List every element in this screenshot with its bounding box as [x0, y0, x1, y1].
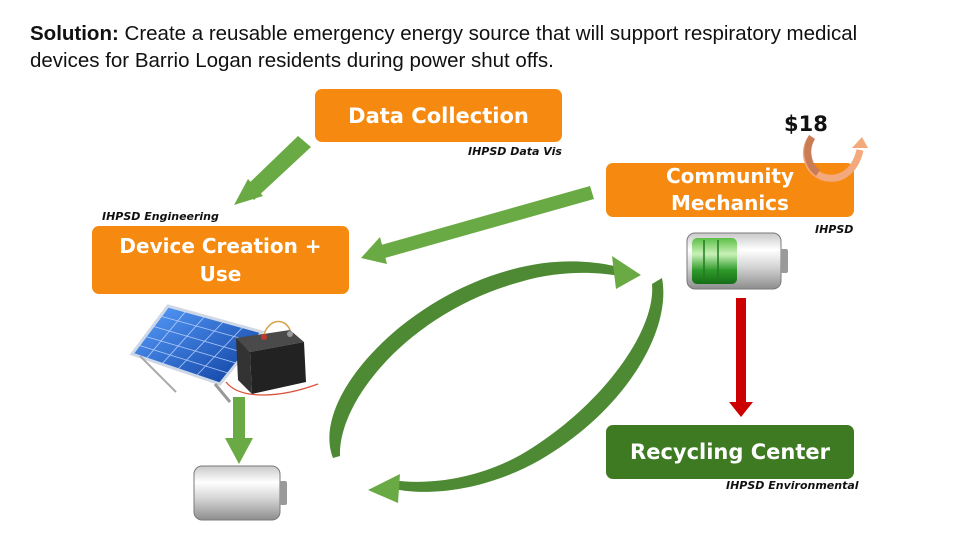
arrow-device-to-battery	[225, 397, 253, 464]
community-mechanics-caption: IHPSD	[815, 223, 854, 236]
recycling-center-box: Recycling Center	[606, 425, 854, 479]
data-collection-box: Data Collection	[315, 89, 562, 142]
solution-statement: Solution: Create a reusable emergency en…	[30, 20, 930, 74]
solar-panel-icon	[129, 304, 265, 403]
cycle-arrow-icon	[329, 256, 664, 503]
device-creation-caption: IHPSD Engineering	[102, 210, 219, 223]
price-cycle-arrow-icon	[802, 134, 868, 182]
data-collection-caption: IHPSD Data Vis	[468, 145, 562, 158]
community-mechanics-label: Community Mechanics	[665, 164, 795, 215]
solution-label: Solution:	[30, 22, 119, 45]
arrow-battery-to-recycling	[729, 298, 753, 417]
full-battery-icon	[686, 232, 788, 290]
solution-text: Create a reusable emergency energy sourc…	[30, 22, 858, 72]
arrow-community-to-device	[361, 186, 594, 264]
price-label: $18	[784, 112, 828, 136]
recycling-center-caption: IHPSD Environmental	[726, 479, 859, 492]
empty-battery-icon	[193, 465, 287, 521]
recycling-center-label: Recycling Center	[630, 440, 830, 464]
car-battery-icon	[225, 320, 319, 396]
data-collection-label: Data Collection	[348, 103, 529, 128]
device-creation-label: Device Creation + Use	[119, 234, 322, 286]
arrow-data-to-device	[234, 136, 311, 205]
device-creation-box: Device Creation + Use	[92, 226, 349, 294]
